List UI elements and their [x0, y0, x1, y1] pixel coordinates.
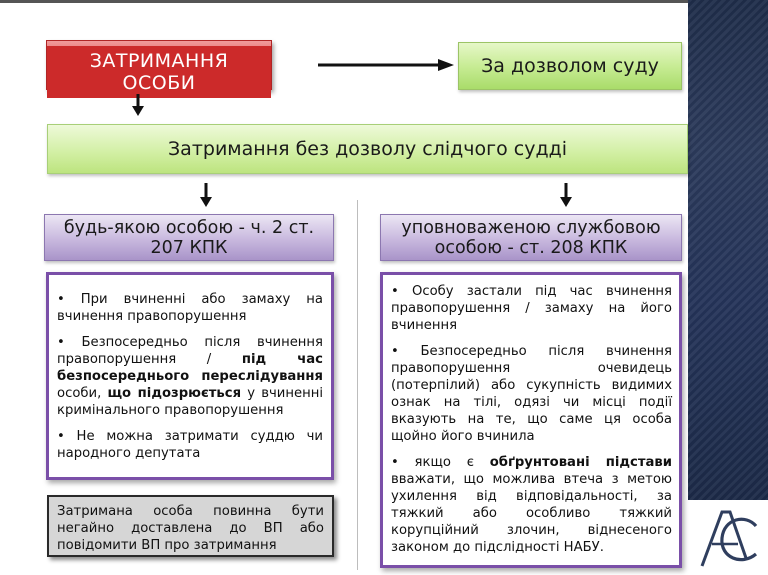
official-conditions: • Особу застали під час вчинення правопо… — [380, 272, 682, 568]
official-header-line2: особою - ст. 208 КПК — [434, 237, 628, 258]
delivery-note: Затримана особа повинна бути негайно дос… — [47, 495, 334, 557]
any-person-header-line2: 207 КПК — [150, 237, 228, 258]
any-person-header-line1: будь-якою особою - ч. 2 ст. — [63, 217, 315, 238]
official-header-line1: уповноваженою службовою — [401, 217, 661, 238]
list-item: • Особу застали під час вчинення правопо… — [391, 284, 672, 333]
detention-title-box: ЗАТРИМАННЯ ОСОБИ — [46, 40, 272, 98]
decorative-side-panel — [688, 0, 768, 500]
any-person-conditions: • При вчиненні або замаху на вчинення пр… — [46, 272, 334, 480]
logo — [688, 500, 768, 575]
detention-title: ЗАТРИМАННЯ ОСОБИ — [47, 46, 271, 98]
top-rule — [0, 0, 768, 3]
bullet-icon: • — [57, 429, 65, 444]
list-item: • якщо є обґрунтовані підстави вважати, … — [391, 455, 672, 555]
list-item: • Безпосередньо після вчинення правопору… — [57, 335, 323, 418]
bullet-icon: • — [391, 284, 399, 299]
delivery-note-text: Затримана особа повинна бути негайно дос… — [57, 504, 324, 553]
list-item: • Не можна затримати суддю чи народного … — [57, 429, 323, 461]
no-permission-label: Затримання без дозволу слідчого судді — [168, 138, 567, 160]
arrow-down-right-icon — [560, 183, 572, 207]
ac-monogram-icon — [700, 510, 758, 567]
arrow-down-left-icon — [200, 183, 212, 207]
official-header: уповноваженою службовою особою - ст. 208… — [380, 214, 682, 261]
column-divider — [357, 200, 358, 570]
no-permission-box: Затримання без дозволу слідчого судді — [47, 124, 688, 174]
arrow-down-icon — [132, 94, 144, 116]
court-permission-label: За дозволом суду — [481, 55, 659, 77]
bullet-icon: • — [57, 335, 65, 350]
bullet-icon: • — [391, 344, 399, 359]
court-permission-box: За дозволом суду — [458, 42, 682, 90]
bullet-icon: • — [391, 455, 399, 470]
list-item: • При вчиненні або замаху на вчинення пр… — [57, 292, 323, 324]
arrow-right-icon — [318, 59, 454, 71]
any-person-header: будь-якою особою - ч. 2 ст. 207 КПК — [44, 214, 334, 261]
list-item: • Безпосередньо після вчинення правопору… — [391, 344, 672, 444]
bullet-icon: • — [57, 292, 65, 307]
